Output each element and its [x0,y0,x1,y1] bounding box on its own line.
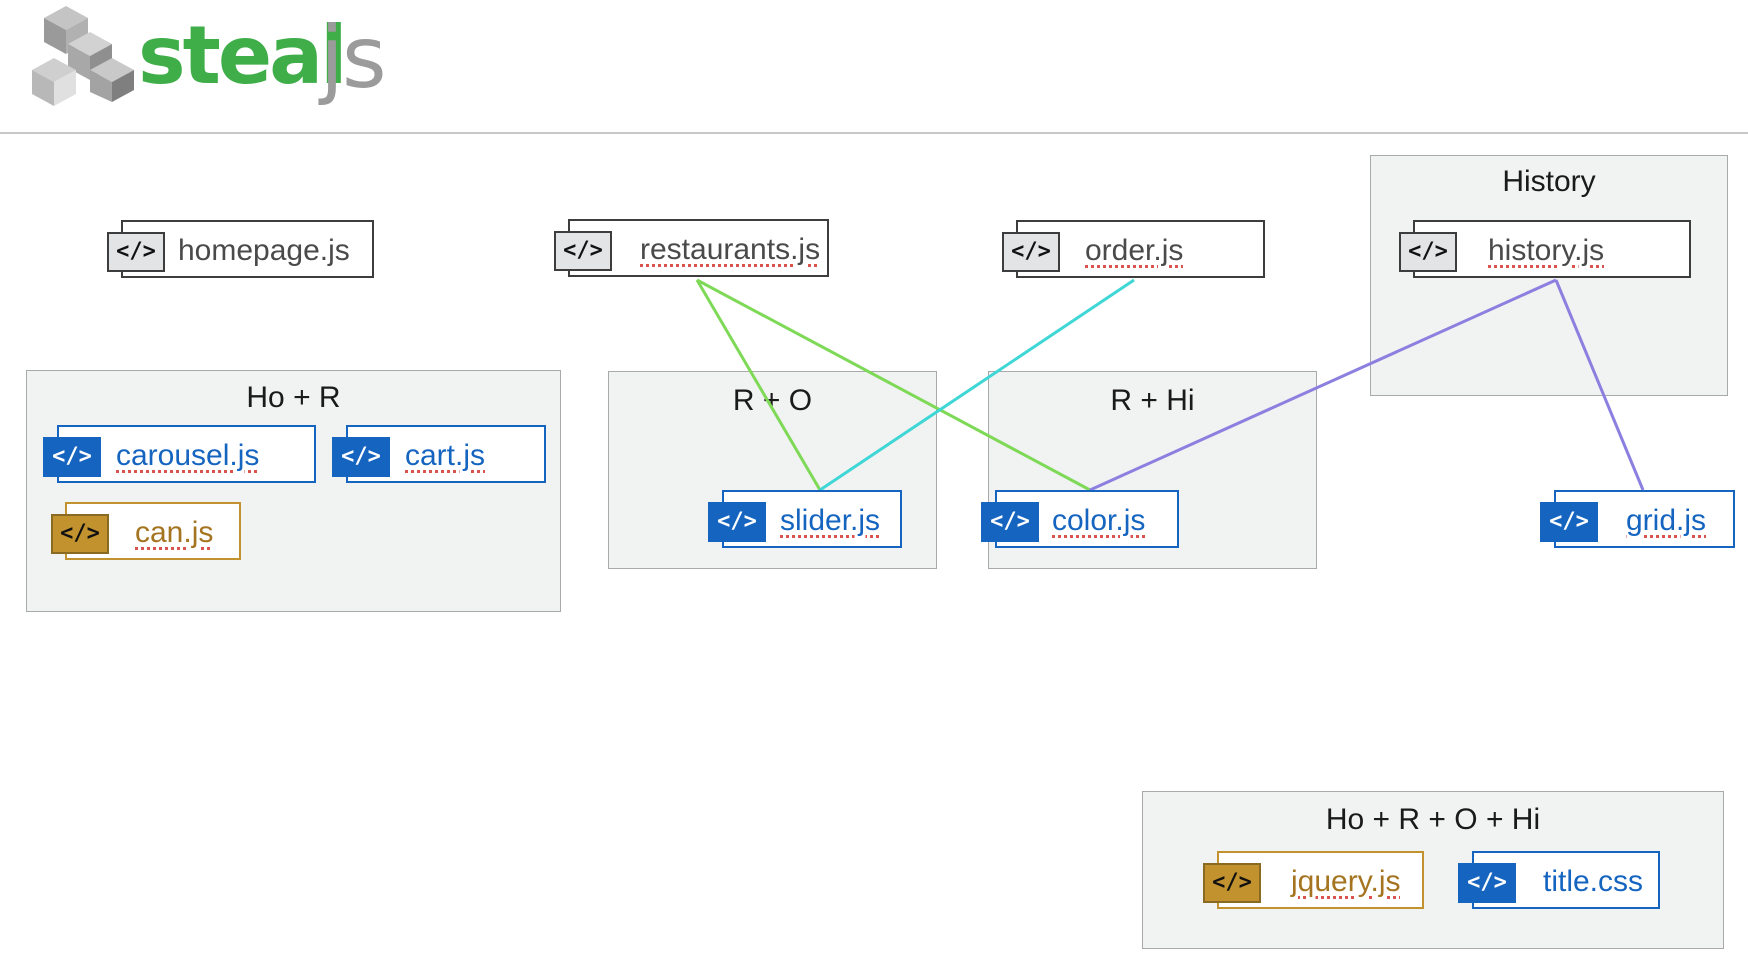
header: steal js [0,0,1748,132]
code-icon: </> [107,232,165,272]
code-icon: </> [1399,232,1457,272]
logo-js-suffix: js [320,8,387,108]
bundle-label: R + Hi [1110,384,1195,417]
module-can[interactable]: </> can.js [51,502,241,560]
bundle-label: Ho + R [246,381,341,414]
code-icon: </> [1458,863,1516,903]
code-icon: </> [1203,863,1261,903]
logo-wordmark: steal [138,9,348,102]
module-slider[interactable]: </> slider.js [708,490,902,548]
header-divider [0,132,1748,134]
module-restaurants[interactable]: </> restaurants.js [554,219,829,277]
module-jquery[interactable]: </> jquery.js [1203,851,1424,909]
module-name: color.js [1052,504,1146,537]
module-title[interactable]: </> title.css [1458,851,1660,909]
module-name: slider.js [780,504,881,537]
module-carousel[interactable]: </> carousel.js [43,425,316,483]
bundle-label: Ho + R + O + Hi [1325,803,1541,836]
module-name: jquery.js [1291,865,1401,898]
module-color[interactable]: </> color.js [981,490,1179,548]
module-name: homepage.js [178,234,350,267]
module-grid[interactable]: </> grid.js [1540,490,1735,548]
module-name: order.js [1085,234,1184,267]
bundle-label: History [1502,165,1596,198]
module-history[interactable]: </> history.js [1399,220,1691,278]
code-icon: </> [554,231,612,271]
module-name: carousel.js [116,439,260,472]
bundle-ho-r: Ho + R [26,370,561,612]
module-name: cart.js [405,439,486,472]
code-icon: </> [332,437,390,477]
module-name: restaurants.js [640,233,821,266]
module-name: can.js [135,516,214,549]
module-cart[interactable]: </> cart.js [332,425,546,483]
module-order[interactable]: </> order.js [1002,220,1265,278]
steal-cubes-icon [32,6,134,106]
module-name: history.js [1488,234,1605,267]
code-icon: </> [981,502,1039,542]
code-icon: </> [1002,232,1060,272]
module-name: title.css [1543,865,1644,898]
code-icon: </> [708,502,766,542]
module-homepage[interactable]: </> homepage.js [107,220,374,278]
code-icon: </> [51,514,109,554]
bundle-label: R + O [732,384,813,417]
code-icon: </> [43,437,101,477]
module-name: grid.js [1626,504,1707,537]
code-icon: </> [1540,502,1598,542]
